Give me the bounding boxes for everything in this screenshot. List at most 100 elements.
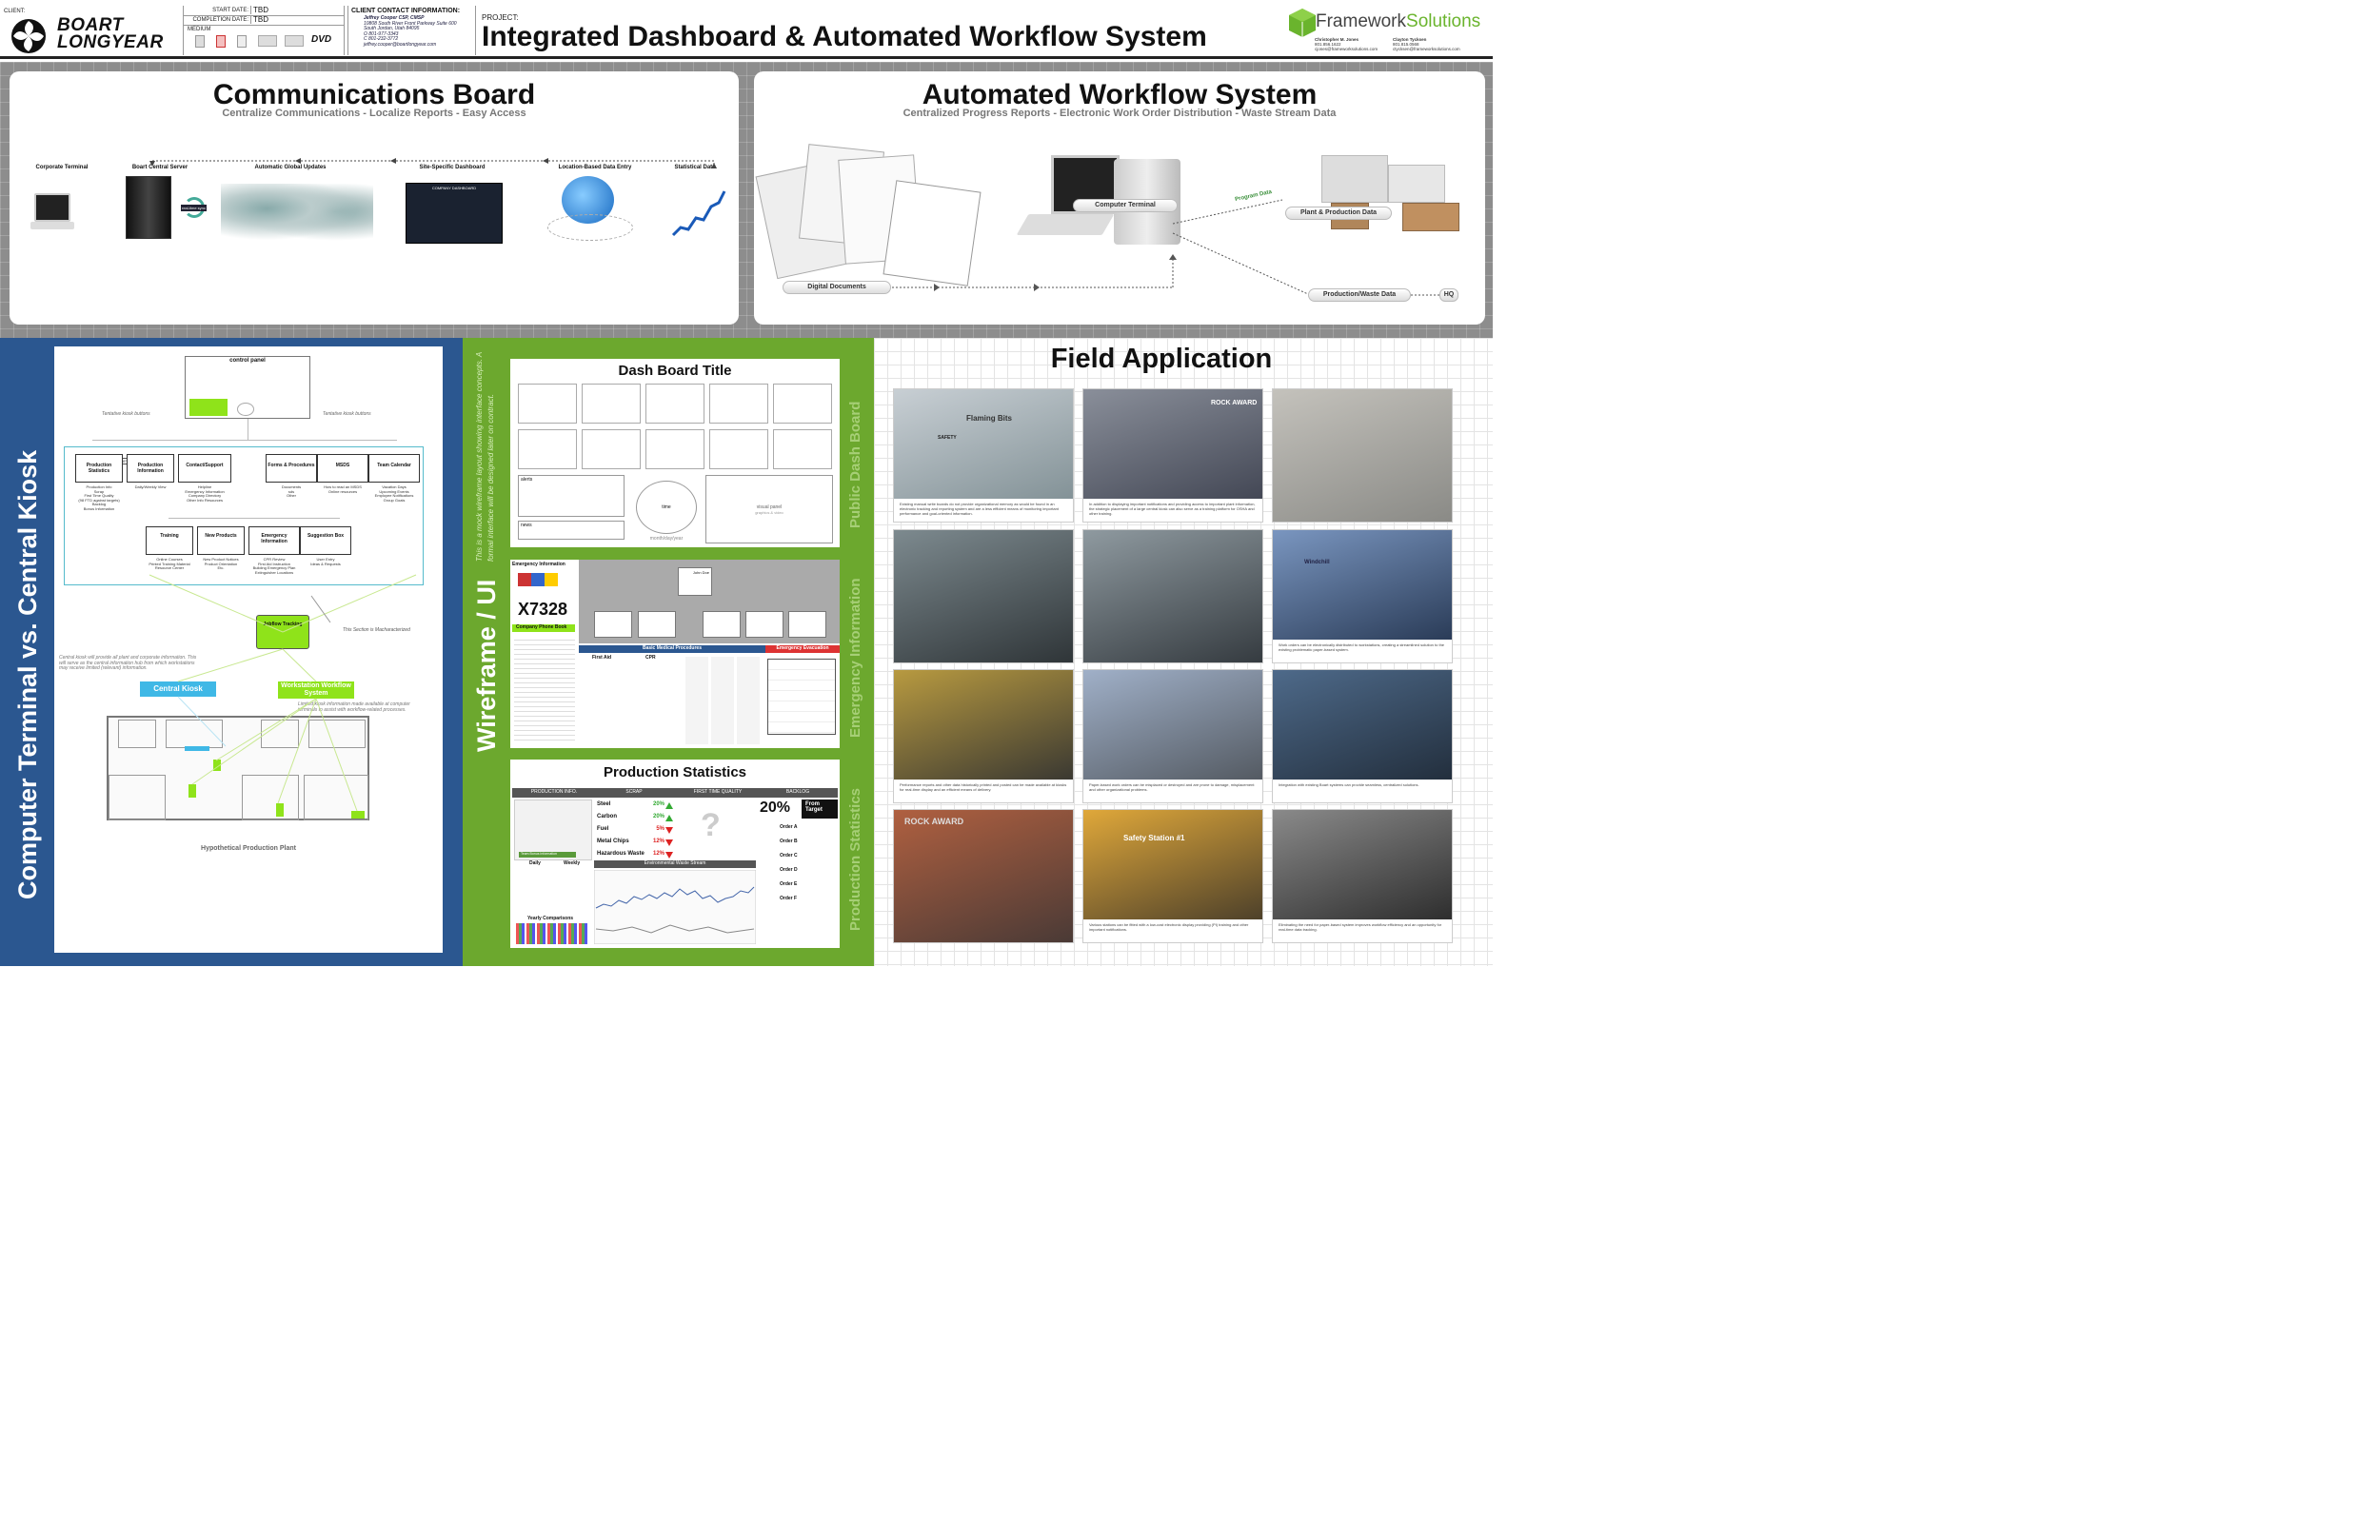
arrow-down-icon [665,839,673,846]
kiosk-button-row1[interactable]: Production Statistics [75,454,123,483]
kiosk-button-desc: Documents sds Other [281,484,302,499]
completion-value: TBD [250,15,268,24]
kiosk-button-row1[interactable]: Forms & Procedures [266,454,317,483]
yearly-label: Yearly Comparisons [527,916,574,921]
kiosk-button-row1[interactable]: MSDS [317,454,368,483]
backlog-percent: 20% [760,800,791,816]
evacuation-map [767,659,836,735]
org-chart-area: John Doe [579,560,840,643]
contact-phone1: O 801-977-3343 [364,30,399,37]
kiosk-note: Central kiosk will provide all plant and… [59,655,197,671]
arrow-down-icon [665,827,673,834]
dates-cell: START DATE: TBD COMPLETION DATE: TBD MED… [183,6,345,55]
completion-label: COMPLETION DATE: [192,17,248,23]
workflow-arrows [892,199,1439,296]
label-statistical-data: Statistical Data [674,165,716,170]
keyboard-icon [30,222,74,229]
kiosk-button-title: Contact/Support [186,463,224,468]
org-top-card: John Doe [678,567,712,596]
team-bonus-label: Team Bonus Information [519,852,576,858]
daily-label: Daily [529,860,541,866]
label-corporate-terminal: Corporate Terminal [35,165,89,170]
workstation-note: Limited kiosk information made available… [298,701,410,713]
kiosk-button-desc: Helpline Emergency Information Company D… [185,484,225,503]
control-green-button[interactable] [189,399,228,416]
prod-info-chart: Team Bonus Information [514,800,592,860]
field-photo: In addition to displaying important noti… [1082,388,1263,523]
control-clock [237,403,254,416]
dashboard-screen-label: COMPANY DASHBOARD [431,186,477,190]
dash-tile [645,384,704,424]
dash-tile [773,384,832,424]
server-icon [126,176,171,239]
kiosk-button-row2[interactable]: Emergency Information [248,526,300,555]
dash-tile [582,384,641,424]
graphics-video-label: graphics & video [755,510,783,515]
kiosk-button-row2[interactable]: Training [146,526,193,555]
scrap-row-name: Carbon [597,814,617,819]
field-photo: Work orders can be electronically distri… [1272,529,1453,663]
comm-subtitle: Centralize Communications - Localize Rep… [222,108,526,119]
arrow-up-icon [665,815,673,821]
project-label: PROJECT: [482,13,519,22]
backlog-order: Order F [780,896,798,901]
kiosk-button-title: MSDS [335,463,350,468]
basic-medical-header: Basic Medical Procedures [579,645,765,653]
label-central-server: Boart Central Server [131,165,188,170]
kiosk-button-desc: How to read an MSDS Online resources [324,484,362,494]
document-icon [195,35,205,48]
kiosk-button-row1[interactable]: Production Information [127,454,174,483]
kiosk-button-row2[interactable]: New Products [197,526,245,555]
plant-production-label: Plant & Production Data [1285,207,1392,220]
field-photo: Integration with existing Boart systems … [1272,669,1453,803]
prod-header-bar [512,788,838,798]
workflow-subtitle: Centralized Progress Reports - Electroni… [902,108,1337,119]
weekly-label: Weekly [564,860,581,866]
scrap-row-name: Metal Chips [597,839,629,844]
kiosk-button-row1[interactable]: Team Calendar [368,454,420,483]
prod-title: Production Statistics [603,764,747,780]
realtime-label: real-time sync [181,205,207,211]
kiosk-button-title: Team Calendar [377,463,411,468]
start-label: START DATE: [212,8,248,13]
label-site-dashboard: Site-Specific Dashboard [419,165,486,170]
computer-terminal-label: Computer Terminal [1073,199,1178,212]
emergency-info-label: Emergency Information [847,578,863,738]
alerts-box: alerts [518,475,625,517]
corporate-terminal-icon [34,193,70,222]
tentative-label1: Tentative kiosk buttons [102,411,150,417]
kiosk-button-desc: User Entry Ideas & Requests [310,557,341,566]
workstation-label[interactable]: Workstation Workflow System [278,681,354,699]
field-photo: Eliminating the need for paper-based sys… [1272,809,1453,943]
framework-brand: FrameworkSolutions [1316,11,1480,32]
person2-name: Clayton Tycksen [1393,37,1427,42]
boart-logo-text: BOART LONGYEAR [57,16,164,51]
contact-details: Jeffrey Cooper CSP, CMSP 10808 South Riv… [364,15,457,48]
kiosk-button-row2[interactable]: Suggestion Box [300,526,351,555]
alerts-label: alerts [521,477,533,483]
brand-part2: Solutions [1406,11,1481,31]
photo-sign-text: ROCK AWARD [904,817,964,826]
kiosk-button-desc: Online Courses Printed Training Material… [149,557,190,571]
kiosk-button-row1[interactable]: Contact/Support [178,454,231,483]
kiosk-button-desc: CPR Review First Aid Instruction Buildin… [252,557,296,575]
site-dashboard-icon: COMPANY DASHBOARD [406,183,503,244]
photo-caption: Performance reports and other data histo… [894,780,1073,802]
waste-data-label: Production/Waste Data [1308,288,1411,302]
company-phone-book: Company Phone Book [512,624,575,632]
central-kiosk-label[interactable]: Central Kiosk [140,681,216,697]
person2: Clayton Tycksen 801.815.0568 ctycksen@fr… [1393,37,1460,51]
kiosk-buttons-frame [64,446,424,585]
kiosk-button-title: New Products [205,533,237,539]
photo-sign-text: Flaming Bits [966,414,1013,423]
project-cell: PROJECT: Integrated Dashboard & Automate… [475,6,1493,55]
news-box: news [518,521,625,540]
contact-name: Jeffrey Cooper CSP, CMSP [364,15,425,21]
boart-logo-icon [11,19,46,53]
label-location-data: Location-Based Data Entry [558,165,632,170]
contact-phone2: C 801-232-3772 [364,36,399,42]
scrap-row-value: 5% [656,826,664,832]
photo-sign-text: SAFETY [938,435,957,441]
photo-caption: In addition to displaying important noti… [1083,499,1262,522]
backlog-order: Order B [780,839,798,844]
